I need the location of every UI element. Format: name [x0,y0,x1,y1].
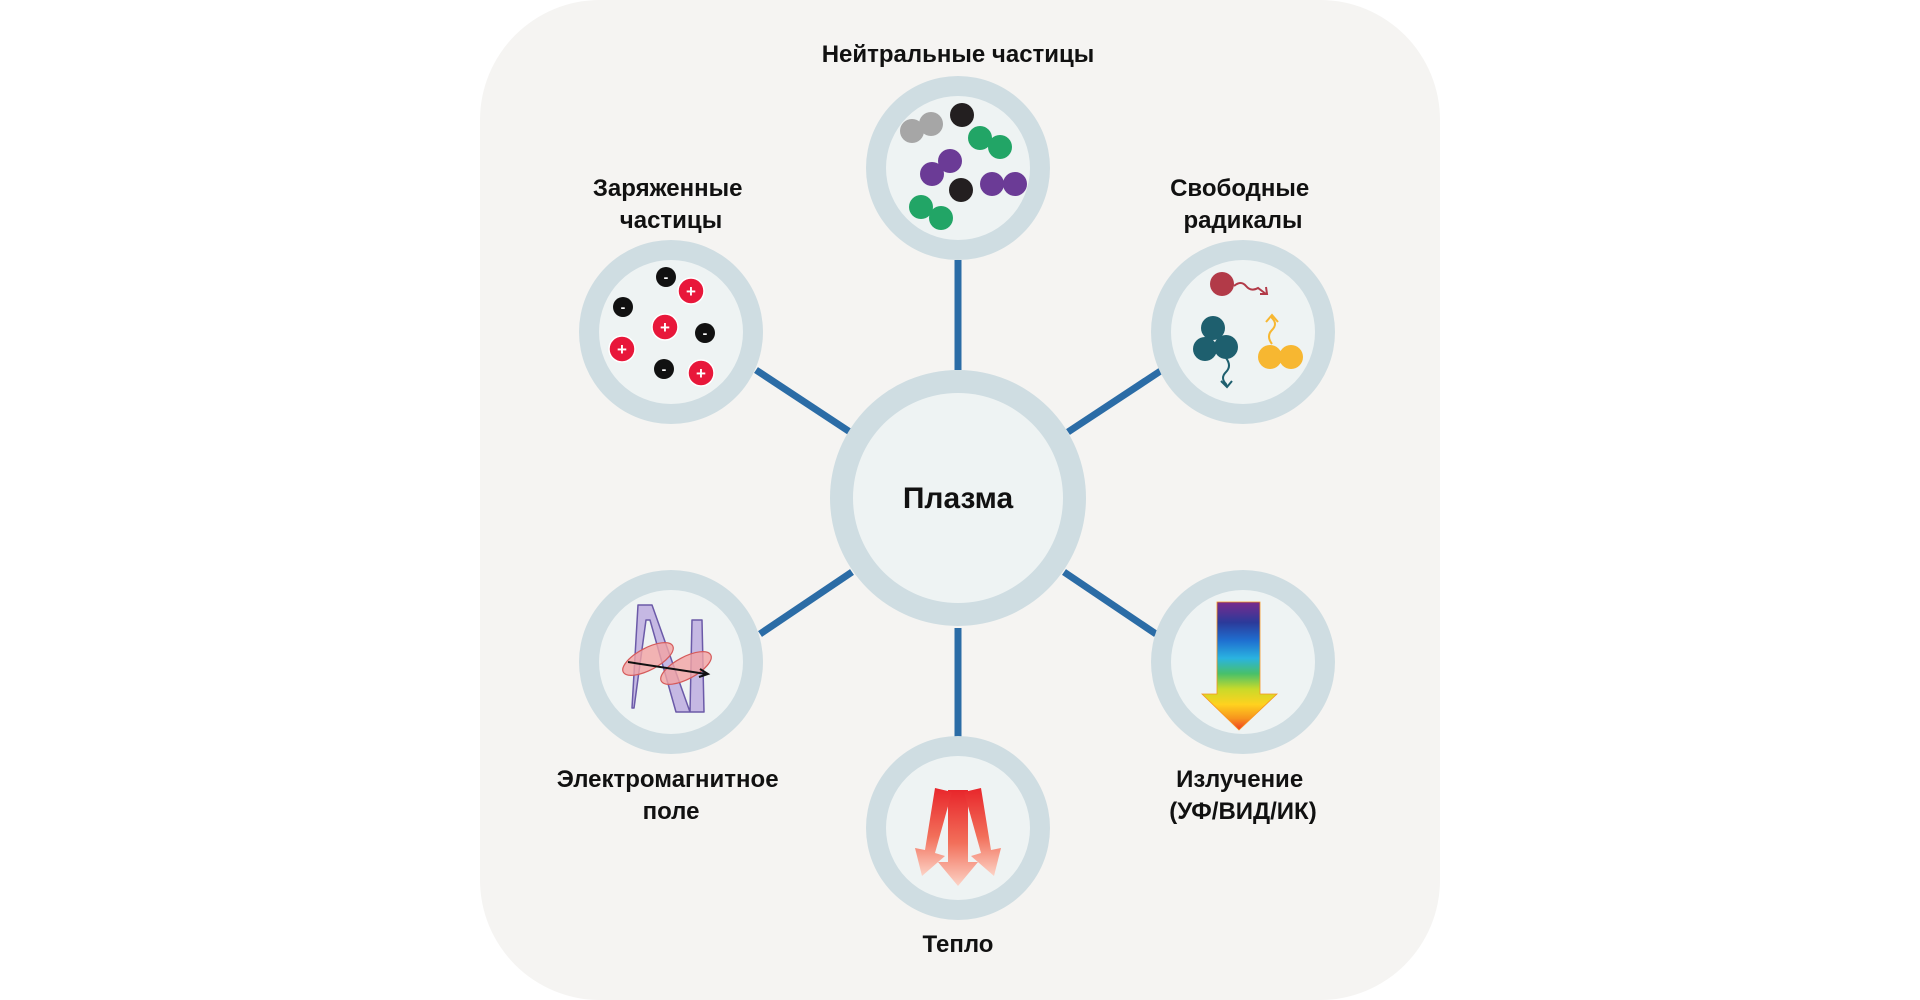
electromagnetic-wave-icon [622,604,712,713]
svg-text:+: + [686,282,696,301]
connector-charged [754,367,852,435]
node-electromagnetic-field: Электромагнитное поле [557,570,785,825]
positive-charge: + [677,277,705,305]
node-label-radiation: Излучение (УФ/ВИД/ИК) [1169,766,1316,825]
node-label-heat: Тепло [923,931,994,958]
spectrum-arrow-icon [1201,601,1279,731]
positive-charge: + [687,359,715,387]
svg-text:+: + [660,318,670,337]
positive-charge: + [608,335,636,363]
node-free-radicals: Свободные радикалы [1151,175,1335,424]
node-label-em-line-1: Электромагнитное [557,766,779,793]
node-heat: Тепло [866,736,1050,958]
negative-charge: - [654,359,674,379]
svg-text:-: - [664,269,669,285]
connector-radiation [1062,569,1158,637]
svg-text:+: + [617,340,627,359]
negative-charge: - [656,267,676,287]
node-label-radicals-line-2: радикалы [1183,207,1302,234]
heat-arrows-icon [915,788,1001,886]
node-label-charged: Заряженные частицы [593,175,749,234]
center-node: Плазма [830,370,1086,626]
node-label-neutral: Нейтральные частицы [822,41,1095,68]
node-label-em: Электромагнитное поле [557,766,785,825]
neutral-particles-icon [900,103,1027,230]
svg-text:-: - [621,299,626,315]
node-label-heat-line-1: Тепло [923,931,994,958]
node-label-em-line-2: поле [643,798,700,825]
node-label-radicals-line-1: Свободные [1170,175,1309,202]
node-label-radiation-line-2: (УФ/ВИД/ИК) [1169,798,1316,825]
center-label: Плазма [903,482,1014,515]
node-label-charged-line-2: частицы [620,207,722,234]
free-radicals-icon [1193,272,1303,389]
positive-charge: + [651,313,679,341]
negative-charge: - [613,297,633,317]
node-label-radiation-line-1: Излучение [1176,766,1303,793]
svg-text:+: + [696,364,706,383]
connector-lines [754,260,1164,738]
node-radiation: Излучение (УФ/ВИД/ИК) [1151,570,1335,825]
node-label-charged-line-1: Заряженные [593,175,743,202]
node-label-neutral-line-1: Нейтральные частицы [822,41,1095,68]
negative-charge: - [695,323,715,343]
svg-text:-: - [662,361,667,377]
connector-radicals [1066,367,1164,435]
charged-particles-icon: - + - + - + - + [608,267,715,387]
node-label-radicals: Свободные радикалы [1170,175,1316,234]
node-charged-particles: - + - + - + - + Заряженные частицы [579,175,763,424]
node-neutral-particles: Нейтральные частицы [822,41,1095,260]
connector-em [758,569,854,637]
svg-text:-: - [703,325,708,341]
